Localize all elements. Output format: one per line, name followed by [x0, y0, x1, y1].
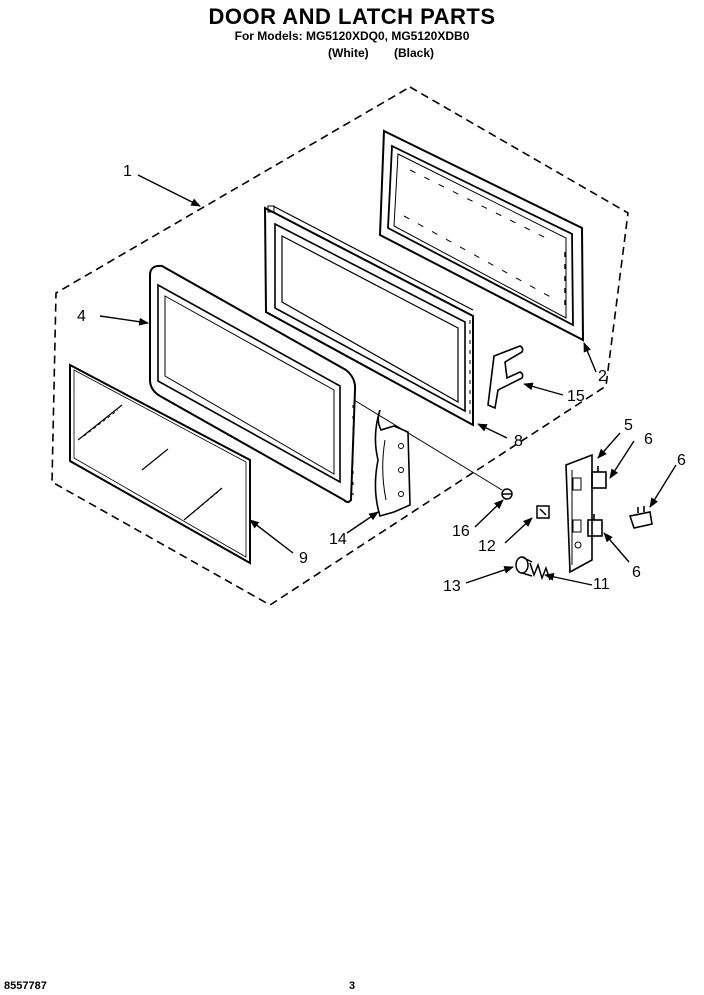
part-4-door-frame [149, 264, 357, 503]
callout-14: 14 [329, 531, 347, 548]
part-14-latch-hook [374, 409, 411, 517]
assembly-boundary [51, 86, 629, 606]
model-variants: (White) (Black) [328, 46, 434, 60]
models-line: For Models: MG5120XDQ0, MG5120XDB0 [234, 29, 470, 43]
part-2-door-choke-frame [378, 129, 585, 342]
part-9-outer-door-panel [69, 363, 251, 565]
part-12-clip [536, 505, 550, 519]
document-number: 8557787 [4, 980, 47, 992]
callout-13: 13 [443, 578, 461, 595]
part-6-switch-lower [587, 514, 603, 537]
callout-4: 4 [77, 308, 86, 325]
part-8-inner-door-panel [263, 205, 474, 427]
callout-6-upper: 6 [644, 431, 653, 448]
callout-9: 9 [299, 550, 308, 567]
part-6-switch-loose [628, 506, 653, 529]
callout-1: 1 [123, 163, 132, 180]
callout-5: 5 [624, 417, 633, 434]
page-number: 3 [349, 980, 356, 992]
part-13-bushing [515, 556, 533, 577]
part-16-screw [501, 488, 513, 500]
callout-6-lower: 6 [632, 564, 641, 581]
callout-15: 15 [567, 388, 585, 405]
variant-white: (White) [328, 46, 369, 60]
callout-11: 11 [593, 576, 610, 593]
callout-6-right: 6 [677, 452, 686, 469]
part-11-spring [529, 562, 551, 581]
callout-12: 12 [478, 538, 496, 555]
variant-black: (Black) [394, 46, 435, 60]
part-15-hinge-bracket [487, 345, 524, 410]
callout-8: 8 [514, 433, 523, 450]
part-5-latch-bracket [565, 453, 593, 574]
callout-2: 2 [598, 368, 607, 385]
leader-lines [99, 174, 677, 586]
page-title: DOOR AND LATCH PARTS [208, 4, 496, 29]
callout-16: 16 [452, 523, 470, 540]
part-6-switch-upper [591, 466, 607, 489]
